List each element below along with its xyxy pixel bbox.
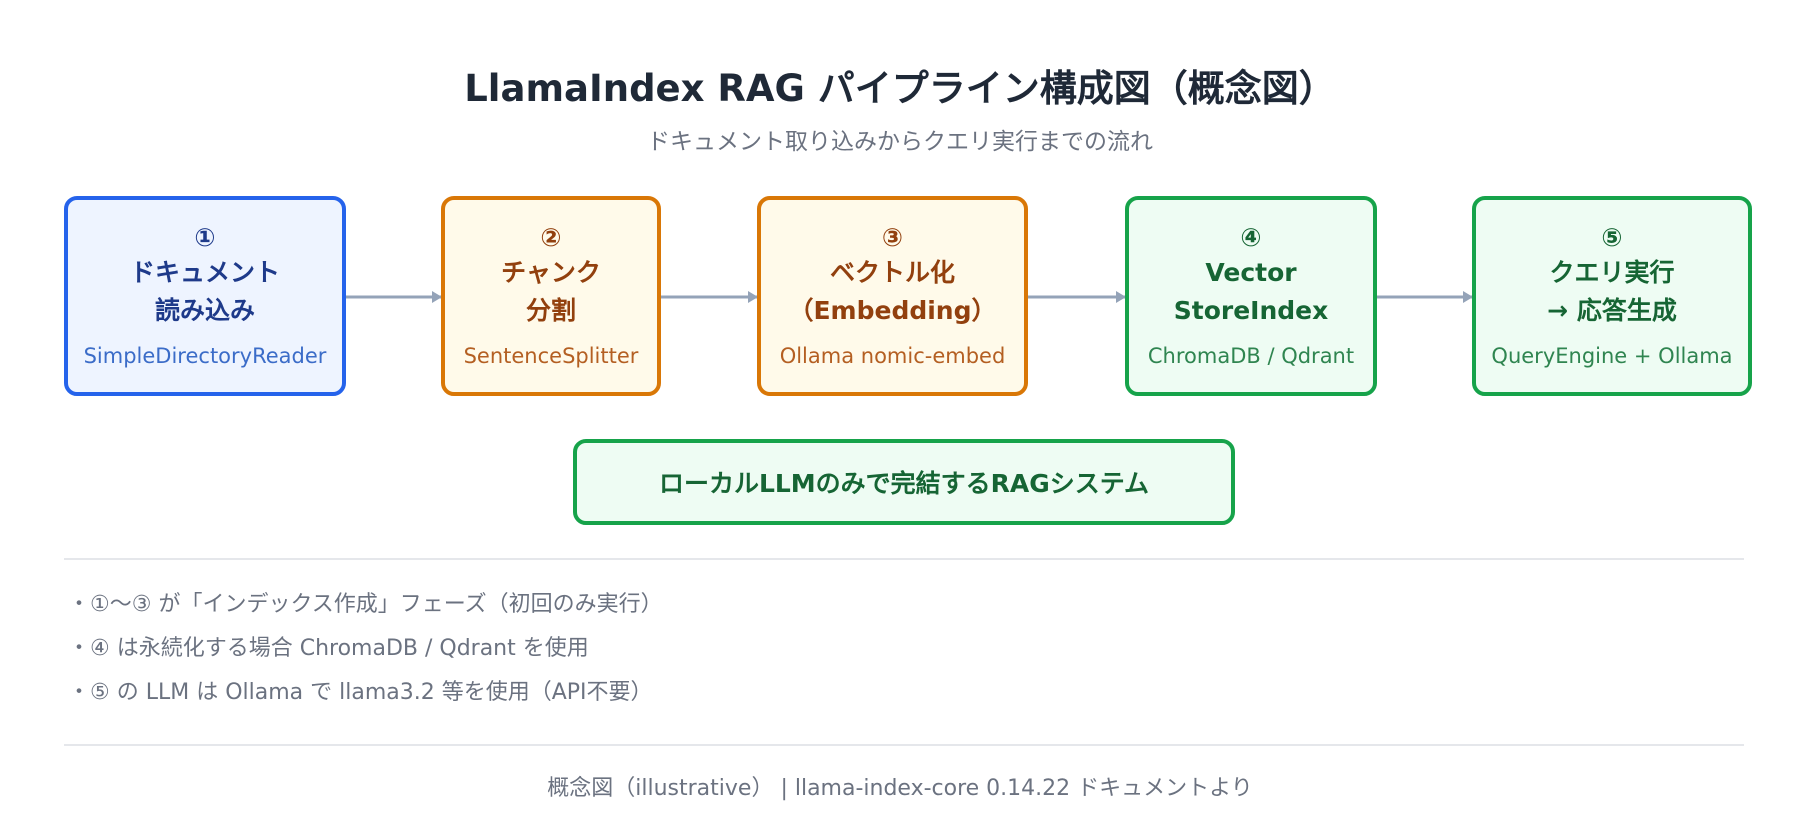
step-component: ChromaDB / Qdrant [1147,344,1355,368]
step-document-load-box: ① ドキュメント 読み込み SimpleDirectoryReader [64,196,346,396]
step-title-line2: → 応答生成 [1547,296,1677,325]
divider-bottom [64,744,1744,746]
step-title-line2: 読み込み [154,296,255,325]
step-component: Ollama nomic-embed [779,344,1006,368]
step-component: QueryEngine + Ollama [1491,344,1733,368]
step-number: ④ [1240,223,1262,252]
footer-caption: 概念図（illustrative） | llama-index-core 0.1… [547,776,1253,801]
step-title-line1: Vector [1205,258,1297,287]
page-subtitle: ドキュメント取り込みからクエリ実行までの流れ [647,129,1153,155]
step-component: SimpleDirectoryReader [83,344,327,368]
step-number: ① [194,223,216,252]
step-number: ③ [881,223,904,252]
step-title-line1: クエリ実行 [1549,258,1675,287]
step-chunk-split-box: ② チャンク 分割 SentenceSplitter [441,196,661,396]
step-number: ② [540,223,562,252]
summary-banner: ローカルLLMのみで完結するRAGシステム [573,439,1235,525]
note-item: ・④ は永続化する場合 ChromaDB / Qdrant を使用 [68,636,589,661]
step-title-line2: 分割 [525,296,576,325]
step-vector-store-box: ④ Vector StoreIndex ChromaDB / Qdrant [1125,196,1377,396]
note-item: ・⑤ の LLM は Ollama で llama3.2 等を使用（API不要） [68,680,653,705]
divider-top [64,558,1744,560]
step-title-line2: StoreIndex [1173,296,1329,325]
step-number: ⑤ [1601,223,1623,252]
step-query-box: ⑤ クエリ実行 → 応答生成 QueryEngine + Ollama [1472,196,1752,396]
note-item: ・①〜③ が「インデックス作成」フェーズ（初回のみ実行） [68,592,663,617]
step-component: SentenceSplitter [463,344,639,368]
step-title-line1: ベクトル化 [829,258,955,287]
page-title: LlamaIndex RAG パイプライン構成図（概念図） [464,67,1336,110]
step-title-line1: ドキュメント [129,258,280,287]
step-embedding-box: ③ ベクトル化 （Embedding） Ollama nomic-embed [757,196,1028,396]
step-title-line2: （Embedding） [788,296,997,325]
step-title-line1: チャンク [501,258,601,287]
